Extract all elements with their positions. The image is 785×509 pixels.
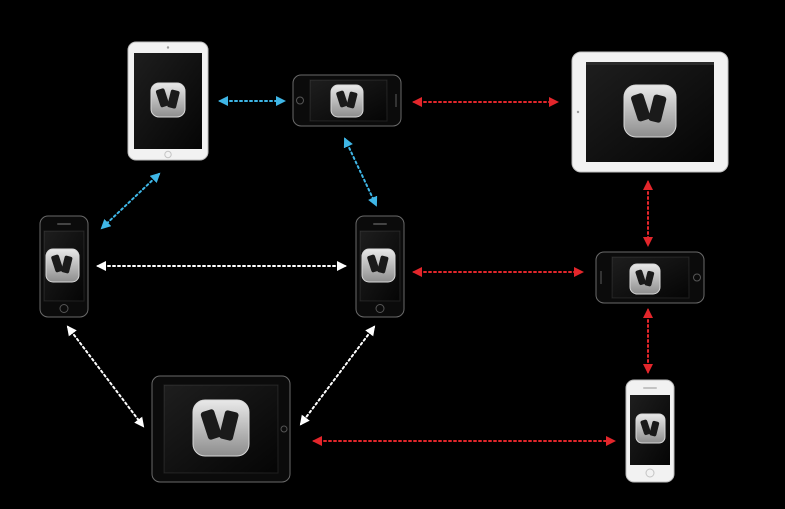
link-iphonetop-iphonecenter: [343, 137, 378, 207]
devices-app-icon: [629, 263, 661, 295]
devices-app-icon: [192, 399, 250, 457]
connectors: [66, 96, 653, 446]
iphone-black-landscape-right: [595, 251, 705, 304]
iphone-black-portrait-center: [355, 215, 405, 318]
iphone-white-portrait-right: [625, 379, 675, 483]
devices-app-icon: [635, 413, 666, 444]
ipad-white-landscape: [571, 51, 729, 173]
link-iphonecenter-ipadblack: [299, 325, 376, 426]
iphone-black-landscape-top: [292, 74, 402, 127]
ipad-mini-white-portrait: [127, 41, 209, 161]
ipad-black-landscape-bottom: [151, 375, 291, 483]
devices-app-icon: [361, 248, 396, 283]
iphone-black-portrait-left: [39, 215, 89, 318]
devices-app-icon: [45, 248, 80, 283]
devices-app-icon: [330, 84, 364, 118]
link-iphoneleft-ipadblack: [66, 325, 145, 428]
devices-app-icon: [623, 84, 677, 138]
devices-app-icon: [150, 82, 186, 118]
link-ipadmini-iphoneleft: [100, 172, 161, 230]
